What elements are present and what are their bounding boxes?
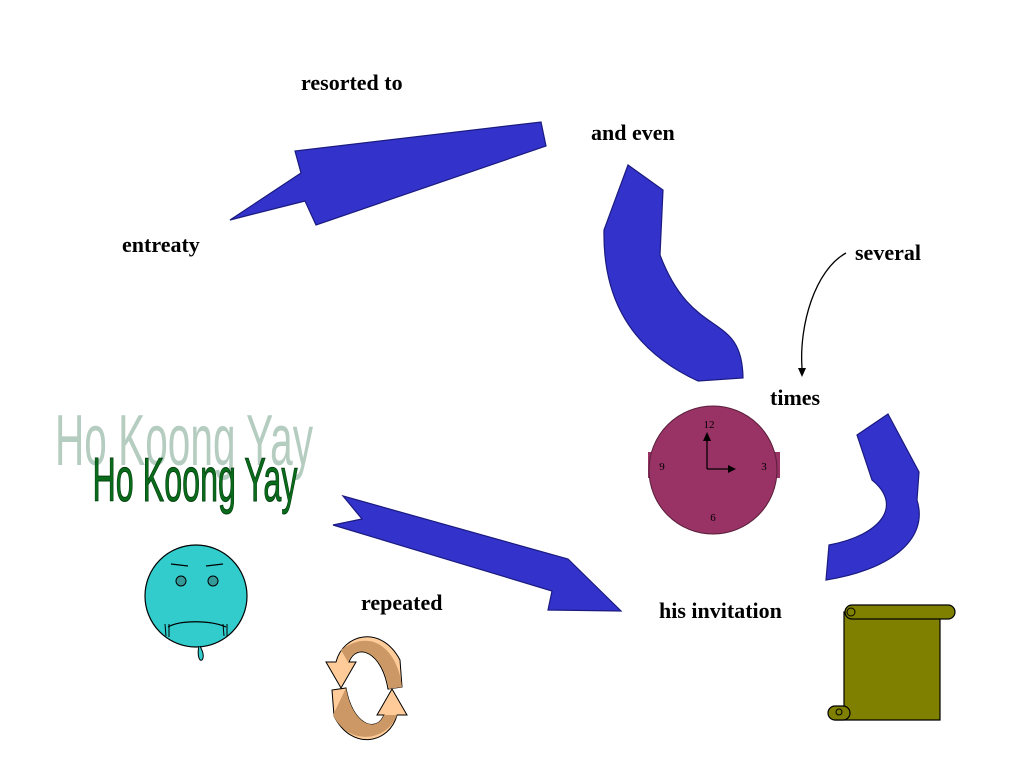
clock-icon [648,405,780,535]
curved-arrow-to-and-even [603,164,744,382]
clock-numeral-3: 3 [761,461,767,473]
wordart-title: Ho Koong Yay [93,445,298,514]
pointer-several-to-times [800,252,847,369]
label-several: several [855,240,921,265]
wordart-shadow: Ho Koong Yay [55,400,313,481]
curved-arrow-to-times [825,413,920,581]
arrow-to-entreaty [229,121,547,226]
arrow-to-his-invitation [332,494,623,612]
label-entreaty: entreaty [122,232,200,257]
label-his-invitation: his invitation [659,598,782,623]
label-and-even: and even [591,120,675,145]
label-times: times [770,385,821,410]
clock-numeral-12: 12 [704,419,715,431]
label-resorted-to: resorted to [301,70,403,95]
sad-face-icon [144,544,248,661]
clock-numeral-9: 9 [659,461,665,473]
pointer-arrowhead [798,368,806,377]
clock-numeral-6: 6 [710,512,716,524]
label-repeated: repeated [361,590,443,615]
scroll-icon [827,604,956,721]
cycle-arrows-icon [325,636,408,741]
